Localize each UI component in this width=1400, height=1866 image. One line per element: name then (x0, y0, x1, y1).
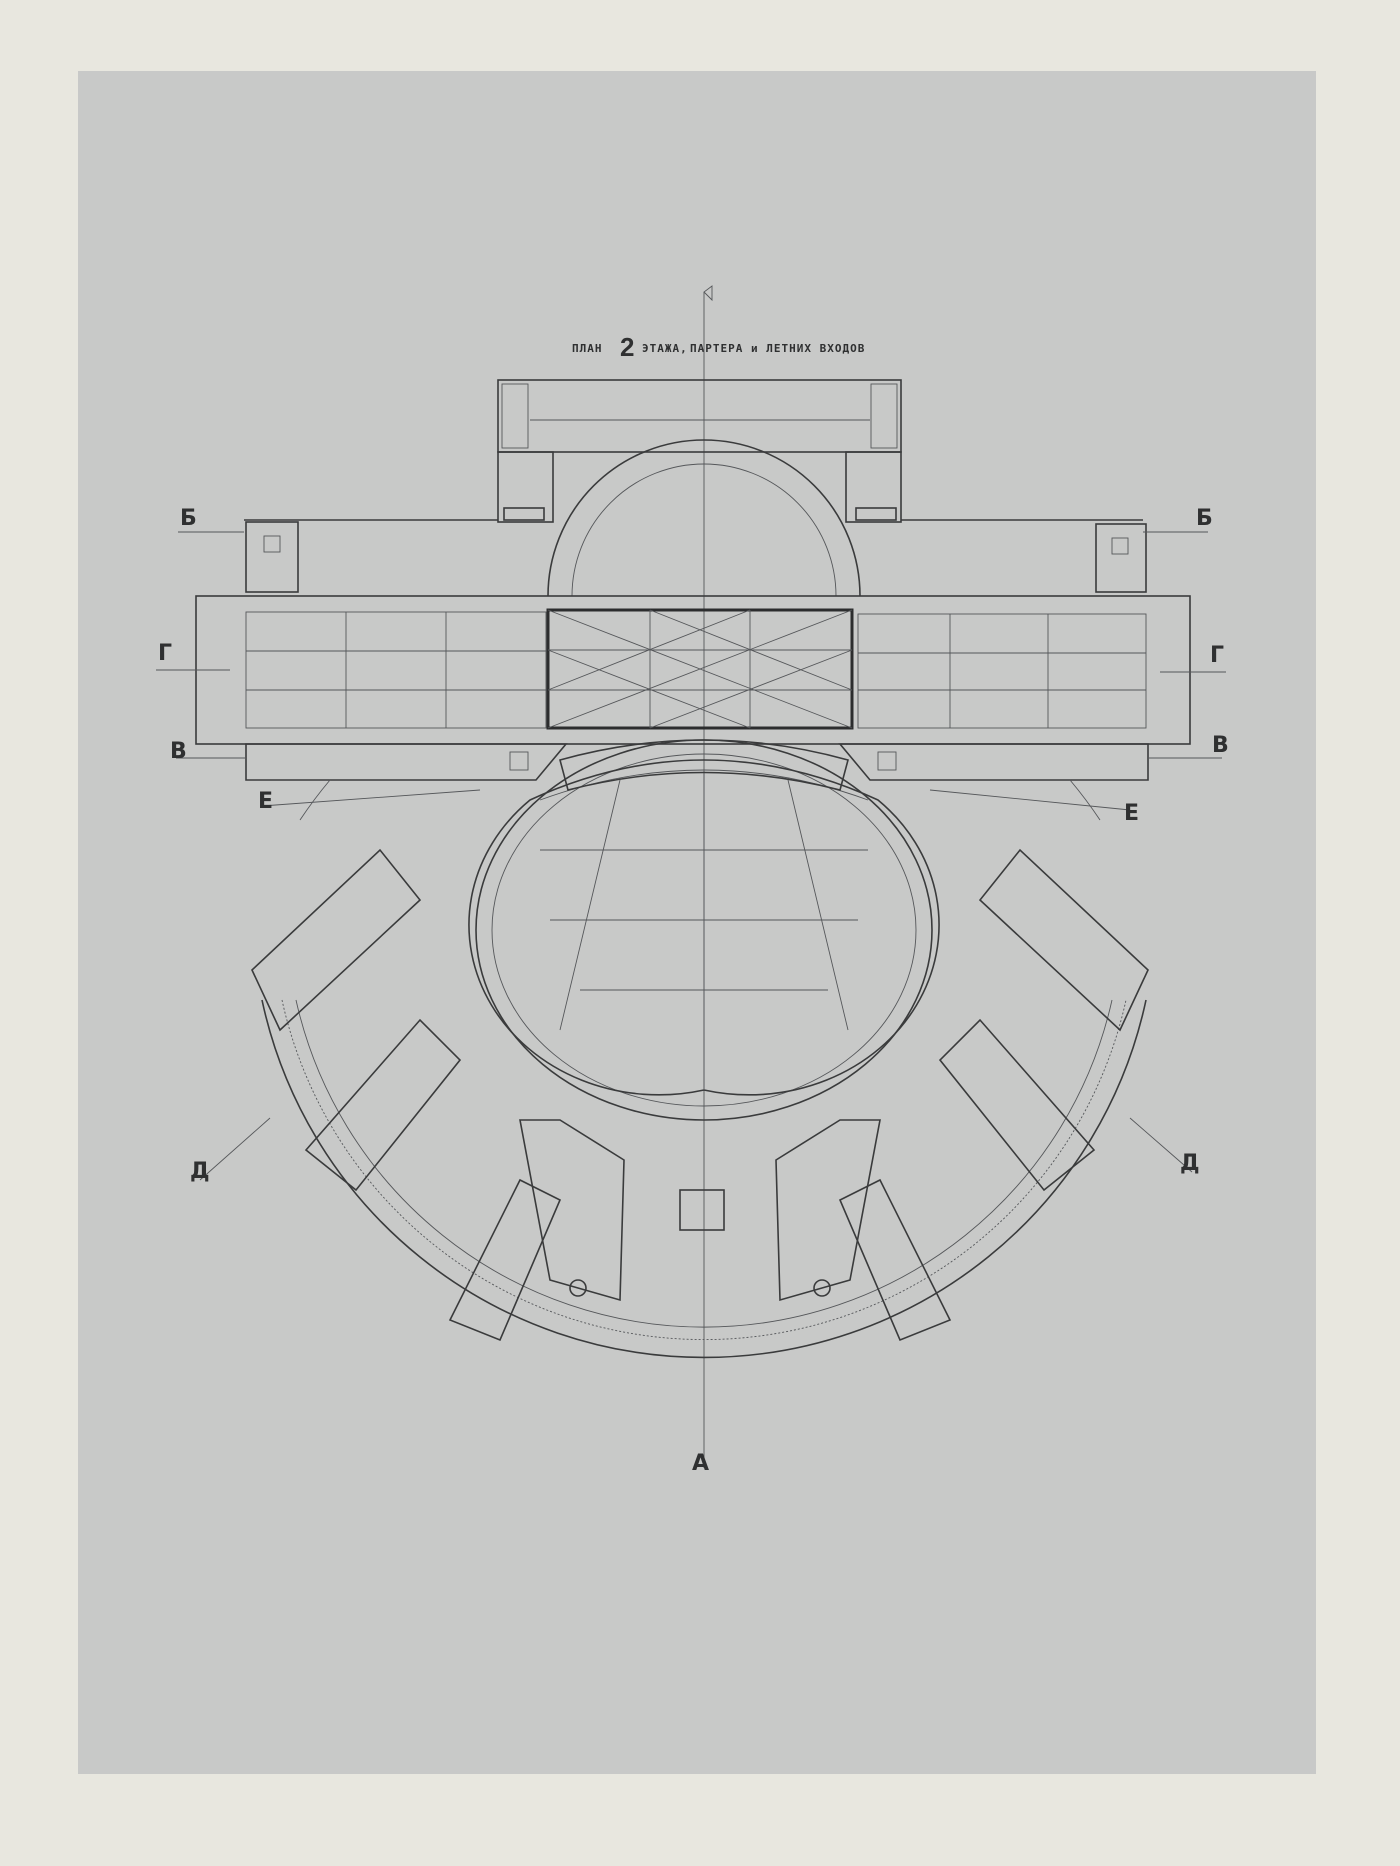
stage-inner-arch (571, 463, 837, 597)
drawing-board (78, 71, 1316, 1774)
stage-block (195, 595, 1191, 745)
north-arrow-icon (703, 285, 713, 302)
svg-text:2: 2 (620, 332, 634, 362)
svg-text:Г: Г (158, 641, 172, 666)
svg-text:Г: Г (1210, 643, 1224, 668)
svg-text:Б: Б (180, 506, 197, 531)
top-block (497, 379, 902, 523)
svg-text:ПАРТЕРА и ЛЕТНИХ ВХОДОВ: ПАРТЕРА и ЛЕТНИХ ВХОДОВ (690, 342, 865, 355)
svg-text:Е: Е (1124, 801, 1139, 826)
section-markers: Б Б Г Г В В Е Е Д Д А (156, 506, 1229, 1476)
foyer-wings (244, 519, 1147, 593)
stage-arch (547, 439, 861, 597)
svg-text:Б: Б (1196, 506, 1213, 531)
auditorium (468, 739, 940, 1121)
plan-title: ПЛАН 2 ЭТАЖА, ПАРТЕРА и ЛЕТНИХ ВХОДОВ (572, 332, 865, 362)
lower-corridors (245, 743, 1149, 781)
outer-ring (261, 779, 1147, 1359)
svg-text:А: А (692, 1451, 709, 1476)
svg-text:В: В (170, 739, 187, 764)
svg-text:Д: Д (1180, 1151, 1200, 1176)
svg-text:ПЛАН: ПЛАН (572, 342, 603, 355)
svg-text:В: В (1212, 733, 1229, 758)
svg-text:Д: Д (190, 1159, 210, 1184)
svg-text:ЭТАЖА,: ЭТАЖА, (642, 342, 688, 355)
svg-text:Е: Е (258, 789, 273, 814)
radial-blocks (251, 848, 1149, 1342)
